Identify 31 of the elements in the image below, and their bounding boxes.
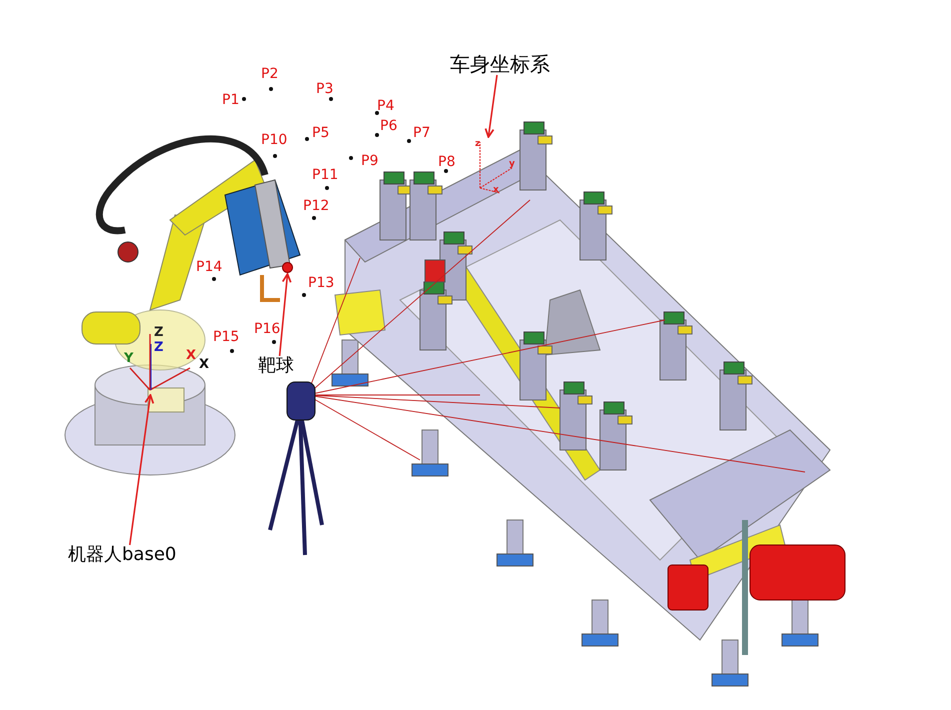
axis-label: Y xyxy=(124,352,134,365)
target-ball xyxy=(282,262,293,273)
point-label: P2 xyxy=(261,67,278,81)
point-label: P10 xyxy=(261,133,288,147)
point-label: P4 xyxy=(377,99,394,113)
point-label: P9 xyxy=(361,154,378,168)
axis-label: z xyxy=(475,140,480,149)
point-label: P7 xyxy=(413,126,430,140)
point-label: P15 xyxy=(213,330,240,344)
leader-arrow xyxy=(278,273,292,356)
axis-label: x xyxy=(493,186,499,195)
point-label: P11 xyxy=(312,168,338,182)
point-label: P12 xyxy=(303,199,330,213)
point-label: P3 xyxy=(316,82,334,96)
axis-label: y xyxy=(509,160,515,169)
axis-label: X xyxy=(186,349,196,362)
point-label: P5 xyxy=(312,126,330,140)
annotation-text: 车身坐标系 xyxy=(450,54,550,74)
axis-label: Z xyxy=(154,326,164,339)
axis-label: Z xyxy=(154,341,164,354)
point-label: P6 xyxy=(380,119,398,133)
point-label: P14 xyxy=(196,260,222,274)
annotation-text: 机器人base0 xyxy=(68,546,176,564)
point-label: P13 xyxy=(308,276,334,290)
axis-label: X xyxy=(199,358,210,371)
point-label: P8 xyxy=(438,155,456,169)
annotation-text: 靶球 xyxy=(258,357,294,375)
point-label: P1 xyxy=(222,93,240,107)
leader-arrow xyxy=(484,74,498,138)
point-label: P16 xyxy=(254,322,280,336)
leader-arrow xyxy=(128,394,154,546)
